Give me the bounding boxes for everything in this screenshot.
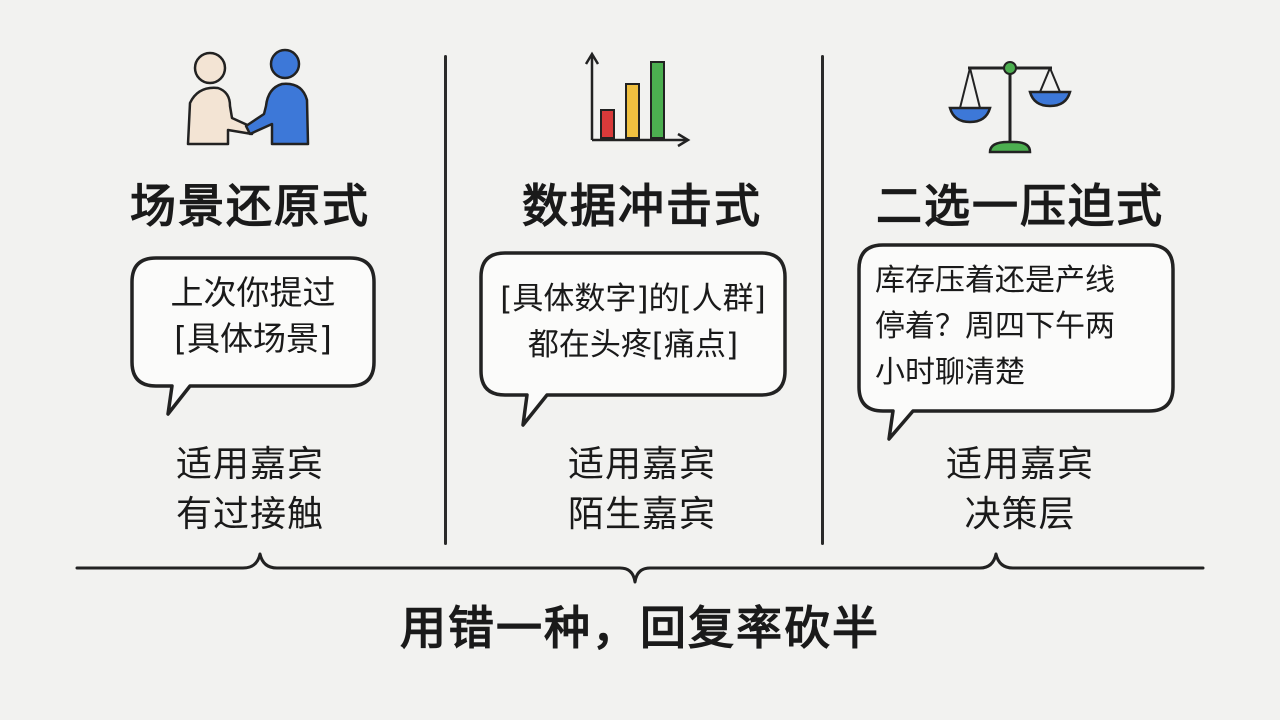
column-data-impact: 数据冲击式 [具体数字]的[人群] 都在头疼[痛点] 适用嘉宾 陌生嘉宾 <box>452 0 832 560</box>
column-scene-restore: 场景还原式 上次你提过 [具体场景] 适用嘉宾 有过接触 <box>60 0 440 560</box>
applies-value: 有过接触 <box>175 494 324 535</box>
applies-value: 陌生嘉宾 <box>567 494 716 535</box>
applies-to: 适用嘉宾 陌生嘉宾 <box>452 440 832 540</box>
bubble-text: 库存压着还是产线 停着？周四下午两 小时聊清楚 <box>875 258 1165 396</box>
speech-bubble <box>479 251 787 427</box>
column-divider <box>821 55 824 545</box>
column-either-or: 二选一压迫式 库存压着还是产线 停着？周四下午两 小时聊清楚 适用嘉宾 决策层 <box>830 0 1210 560</box>
bubble-line: 停着？周四下午两 <box>875 309 1115 344</box>
bar-chart-icon <box>584 51 691 148</box>
handshake-icon <box>186 48 310 146</box>
applies-to: 适用嘉宾 决策层 <box>830 440 1210 540</box>
speech-bubble <box>130 256 376 416</box>
method-title: 场景还原式 <box>130 179 370 233</box>
bubble-line: [具体场景] <box>174 319 332 358</box>
bubble-line: 都在头疼[痛点] <box>527 327 739 363</box>
conclusion-text: 用错一种，回复率砍半 <box>400 601 880 655</box>
bubble-line: 小时聊清楚 <box>875 355 1025 390</box>
applies-label: 适用嘉宾 <box>175 444 324 485</box>
column-divider <box>444 55 447 545</box>
grouping-brace <box>75 552 1205 584</box>
speech-bubble <box>857 243 1175 441</box>
applies-label: 适用嘉宾 <box>945 444 1094 485</box>
bubble-text: [具体数字]的[人群] 都在头疼[痛点] <box>477 276 789 368</box>
applies-to: 适用嘉宾 有过接触 <box>60 440 440 540</box>
bubble-line: 库存压着还是产线 <box>875 263 1115 298</box>
bubble-text: 上次你提过 [具体场景] <box>128 270 378 362</box>
bubble-line: 上次你提过 <box>170 273 336 312</box>
bubble-line: [具体数字]的[人群] <box>500 281 766 317</box>
method-title: 数据冲击式 <box>522 179 762 233</box>
applies-label: 适用嘉宾 <box>567 444 716 485</box>
applies-value: 决策层 <box>964 494 1076 535</box>
method-title: 二选一压迫式 <box>876 179 1164 233</box>
balance-scale-icon <box>948 61 1072 154</box>
